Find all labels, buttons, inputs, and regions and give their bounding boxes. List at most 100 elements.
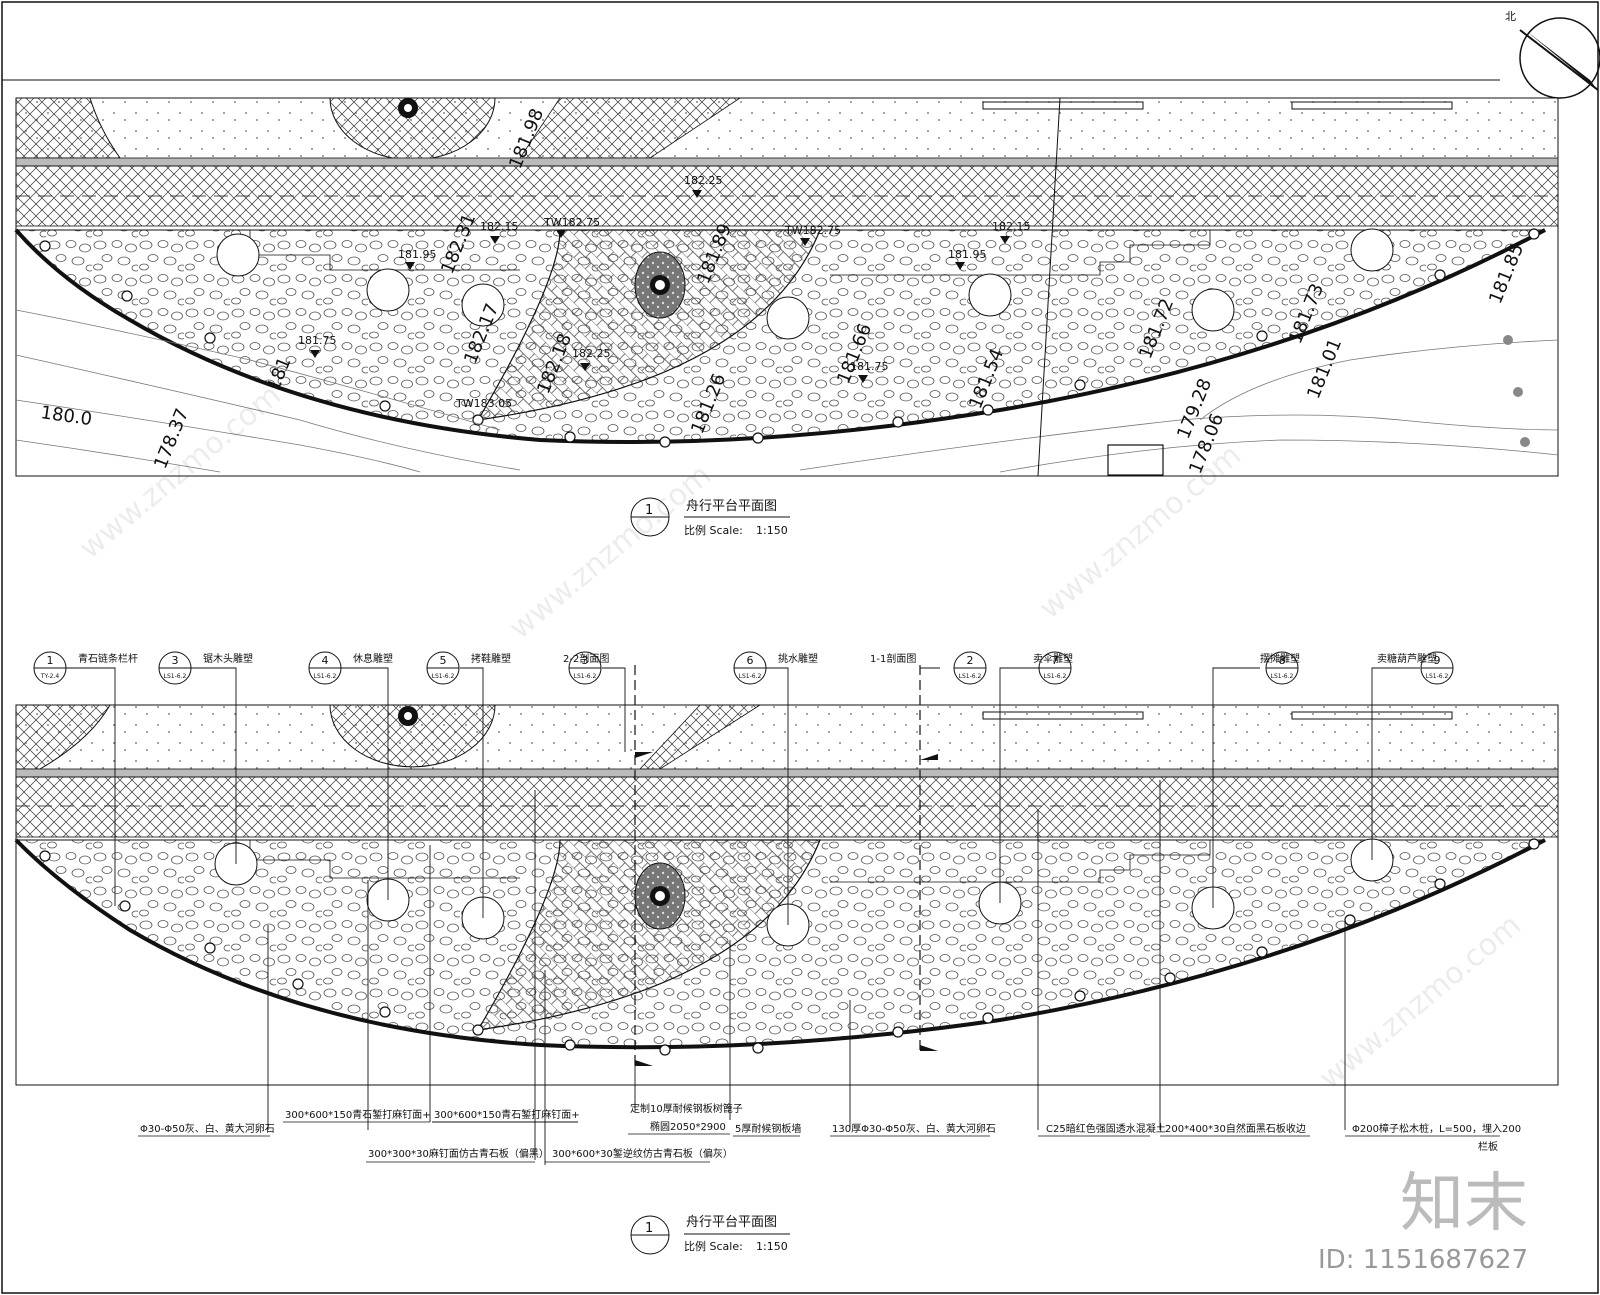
level-4: 181.95 [398,248,437,261]
callout-ref: LS1-6.2 [739,673,762,680]
callout-label: 卖伞雕塑 [1033,652,1073,665]
bottom-scale-label: 比例 Scale: [684,1239,743,1253]
bottom-title-number: 1 [645,1221,653,1236]
callout-ref: LS1-6.2 [1044,673,1067,680]
callout-label: 青石链条栏杆 [78,652,138,665]
top-scale-label: 比例 Scale: [684,523,743,537]
note-concrete: C25暗红色强固透水混凝土 [1046,1122,1166,1135]
callout-leaders [65,667,1420,925]
callout-number: 3 [172,654,179,667]
top-vertical-line [1037,97,1061,477]
callout-label: 卖糖葫芦雕塑 [1377,652,1437,665]
callout-label: 2-2剖面图 [563,652,609,665]
callout-label: 摆摊雕塑 [1260,652,1300,665]
top-lawn-band [16,98,1558,158]
bottom-road-edge [15,768,1559,778]
level-7: 182.25 [572,347,611,360]
callout-label: 休息雕塑 [353,652,393,665]
top-chain-railing [14,228,1546,444]
top-scale-value: 1:150 [756,524,788,537]
note-bluestone-b: 300*600*150青石錾打麻钉面+ [434,1108,580,1121]
note-ellipse-size: 椭圆2050*2900 [650,1120,726,1133]
note-timber-post: Φ200樟子松木桩，L=500，埋入200 [1352,1122,1521,1135]
top-sculpture-7 [968,273,1012,317]
note-leaders [267,780,1346,1165]
callout-1: 1TY-2.4 青石链条栏杆 [33,651,138,685]
level-8: 181.75 [850,360,889,373]
top-sculpture-3 [216,233,260,277]
bottom-plan-title: 1 舟行平台平面图 比例 Scale: 1:150 [630,1215,790,1255]
north-arrow: 北 [1505,10,1600,99]
watermark-site-2: www.znzmo.com [503,458,718,647]
callout-number: 7 [1052,654,1059,667]
bottom-chain-railing [14,838,1546,1050]
bottom-title-text: 舟行平台平面图 [686,1215,777,1230]
wall-level-1: TW182.75 [543,216,600,229]
top-lens-paving [476,229,821,421]
plan-top: 182.25 182.15 182.15 181.95 181.95 181.7… [14,97,1559,537]
callout-label: 锯木头雕塑 [203,652,253,665]
top-utility-box [1107,444,1164,476]
plan-bottom [14,665,1559,1086]
watermark-logo: 知末 [1400,1167,1528,1241]
contour-label-16: 180.0 [39,402,93,430]
bottom-lens-paving [476,839,821,1031]
watermark-site-3: www.znzmo.com [1033,438,1248,627]
top-plan-title: 1 舟行平台平面图 比例 Scale: 1:150 [630,497,790,537]
top-level-markers: 182.25 182.15 182.15 181.95 181.95 181.7… [298,174,1031,410]
wall-level-3: TW183.05 [455,397,512,410]
callout-ref: LS1-6.2 [164,673,187,680]
bottom-bench-a [982,711,1144,720]
callout-number: 2 [967,654,974,667]
top-bench-b [1291,101,1453,110]
note-paving-black: 300*300*30麻钉面仿古青石板（偏黑） [368,1147,549,1160]
top-title-number: 1 [645,503,653,518]
callout-number: 8 [1279,654,1286,667]
callout-number: 4 [322,654,329,667]
top-sculpture-9 [1350,228,1394,272]
note-stone-edge: 200*400*30自然面黑石板收边 [1165,1122,1306,1135]
top-title-text: 舟行平台平面图 [686,499,777,514]
material-notes: Φ30-Φ50灰、白、黄大河卵石 300*600*150青石錾打麻钉面+ 300… [138,1102,1521,1163]
bottom-lawn-band [16,705,1558,769]
top-bench-a [982,101,1144,110]
callout-ref: TY-2.4 [40,673,60,680]
callout-ref: LS1-6.2 [959,673,982,680]
top-sculpture-6 [766,296,810,340]
top-sculpture-4 [366,268,410,312]
callout-ref: LS1-6.2 [1271,673,1294,680]
callout-number: 3 [582,654,589,667]
callout-ref: LS1-6.2 [574,673,597,680]
callout-number: 5 [440,654,447,667]
watermark-id: ID: 1151687627 [1318,1245,1528,1275]
top-railing-posts [39,228,1540,448]
note-board: 栏板 [1478,1140,1498,1153]
note-pebble: Φ30-Φ50灰、白、黄大河卵石 [140,1122,275,1135]
top-road-edge [15,157,1559,167]
top-sculpture-5 [461,283,505,327]
wall-level-2: TW182.75 [784,224,841,237]
note-steel-wall: 5厚耐候钢板墙 [735,1122,801,1135]
level-3: 182.15 [992,220,1031,233]
contour-label-12: 181.01 [1303,336,1346,402]
callout-label: 1-1剖面图 [870,652,916,665]
callout-ref: LS1-6.2 [432,673,455,680]
callout-number: 1 [47,654,54,667]
top-contours [15,309,1559,473]
callout-number: 6 [747,654,754,667]
bottom-railing-posts [39,838,1540,1056]
bottom-scale-value: 1:150 [756,1240,788,1253]
top-steps-right [830,230,1211,276]
callout-ref: LS1-6.2 [1426,673,1449,680]
